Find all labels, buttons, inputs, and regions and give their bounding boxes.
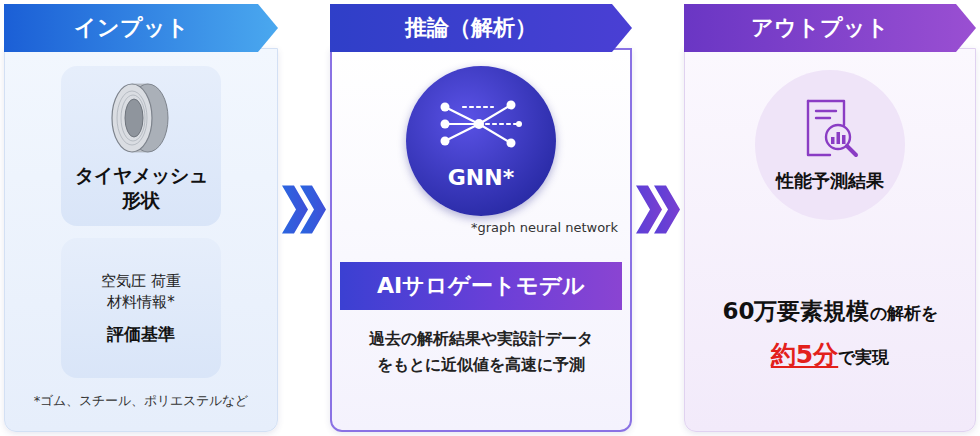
- header-text: アウトプット: [684, 4, 956, 52]
- result-line: 60万要素規模の解析を: [684, 296, 976, 327]
- result-highlight: 約5分: [771, 340, 838, 369]
- column-panel: インプット タイヤメッシュ形状空気圧 荷重 材料情報* 評価基準 *ゴム、スチール、…: [4, 4, 278, 432]
- tire-illustration: [86, 79, 196, 157]
- band-text: AIサロゲートモデル: [377, 271, 585, 301]
- icon-circle: 性能予測結果: [755, 70, 905, 220]
- flow-chevron: [636, 185, 680, 233]
- input-box: 空気圧 荷重 材料情報* 評価基準: [61, 238, 221, 378]
- column-panel: アウトプット 性能予測結果60万要素規模の解析を約5分で実現: [684, 4, 976, 432]
- flow-chevron: [282, 185, 326, 233]
- condition-list: 空気圧 荷重 材料情報*: [99, 271, 183, 313]
- result-text: の解析を: [870, 303, 938, 323]
- footnote: *ゴム、スチール、ポリエステルなど: [4, 392, 278, 410]
- network-icon: [433, 93, 529, 155]
- result-text: 60万要素規模: [722, 298, 869, 324]
- description: 過去の解析結果や実設計データ をもとに近似値を高速に予測: [340, 326, 622, 377]
- result-text: で実現: [838, 347, 889, 367]
- icon-circle: GNN*: [406, 66, 556, 216]
- box-title: タイヤメッシュ形状: [72, 163, 211, 212]
- header-text: 推論（解析）: [330, 4, 612, 52]
- header-text: インプット: [4, 4, 258, 52]
- circle-text: 性能予測結果: [776, 169, 884, 193]
- model-band: AIサロゲートモデル: [340, 262, 622, 310]
- column-panel: 推論（解析） GNN* AIサロゲートモデル *graph neural netwo…: [330, 4, 632, 432]
- circle-text: GNN*: [448, 165, 514, 190]
- report-icon: [800, 97, 860, 161]
- footnote: *graph neural network: [471, 220, 618, 235]
- box-title: 評価基準: [107, 323, 175, 346]
- input-box: タイヤメッシュ形状: [61, 66, 221, 226]
- result-line: 約5分で実現: [684, 338, 976, 371]
